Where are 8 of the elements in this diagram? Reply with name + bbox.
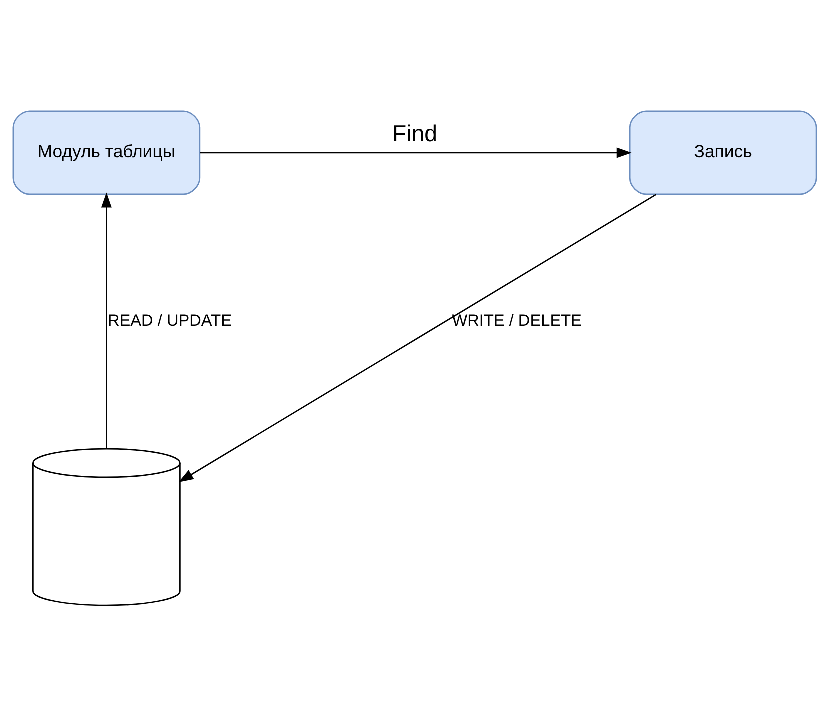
arrow (101, 192, 112, 448)
node-box: Модуль таблицы (12, 110, 201, 195)
edge-label: WRITE / DELETE (452, 311, 582, 330)
arrow (178, 194, 656, 482)
arrow (200, 147, 632, 158)
edge-label: READ / UPDATE (108, 311, 232, 330)
node-box: Запись (629, 110, 818, 195)
edge-label: Find (392, 120, 438, 146)
